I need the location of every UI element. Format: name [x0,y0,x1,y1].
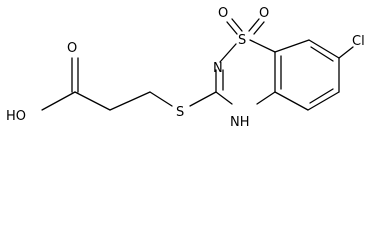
bond-ch2-ch2 [109,91,151,111]
bond-c8-c7-inner [310,46,334,62]
bond-c7-cl [338,46,354,59]
bond-s1-o-right-a [248,18,260,32]
bond-ch2-cooh [74,91,111,111]
thiadiazine-ring [215,39,276,105]
atom-label-s-ring: S [238,33,246,48]
atom-label-nh: NH [230,115,250,130]
bond-c8a-s1 [249,39,276,53]
bond-s1-o-left-b [231,18,243,32]
bond-c3-n4 [215,91,233,105]
bond-c8a-c8 [274,39,310,53]
bond-s1-o-right-b [253,21,265,35]
atom-label-oh: HO [6,109,26,124]
atom-label-o-top-right: O [259,6,269,21]
atom-label-s-thio: S [176,105,184,120]
bond-c6-c5-inner [309,88,334,104]
bond-c8-c7 [308,39,340,59]
side-chain [41,57,217,111]
bond-c6-c5 [307,91,340,111]
atom-label-o-carbonyl: O [67,41,77,56]
molecule-diagram: Cl S O O N NH S HO O [6,6,365,130]
bond-s1-o-left-a [226,21,238,35]
benzene-ring [274,39,340,111]
bond-c3-s-thio [189,91,217,107]
bond-n4-c4a [256,91,276,105]
bond-c-oh [41,91,76,111]
sulfonyl-group [226,18,265,35]
atom-label-cl: Cl [352,34,365,49]
bond-s1-n2 [219,43,237,63]
structure-canvas: Cl S O O N NH S HO O [6,6,365,130]
atom-label-o-top-left: O [218,6,228,21]
bond-s-thio-ch2 [149,91,173,107]
bond-c5-c4a [274,91,309,111]
atom-label-n-imine: N [213,61,223,76]
